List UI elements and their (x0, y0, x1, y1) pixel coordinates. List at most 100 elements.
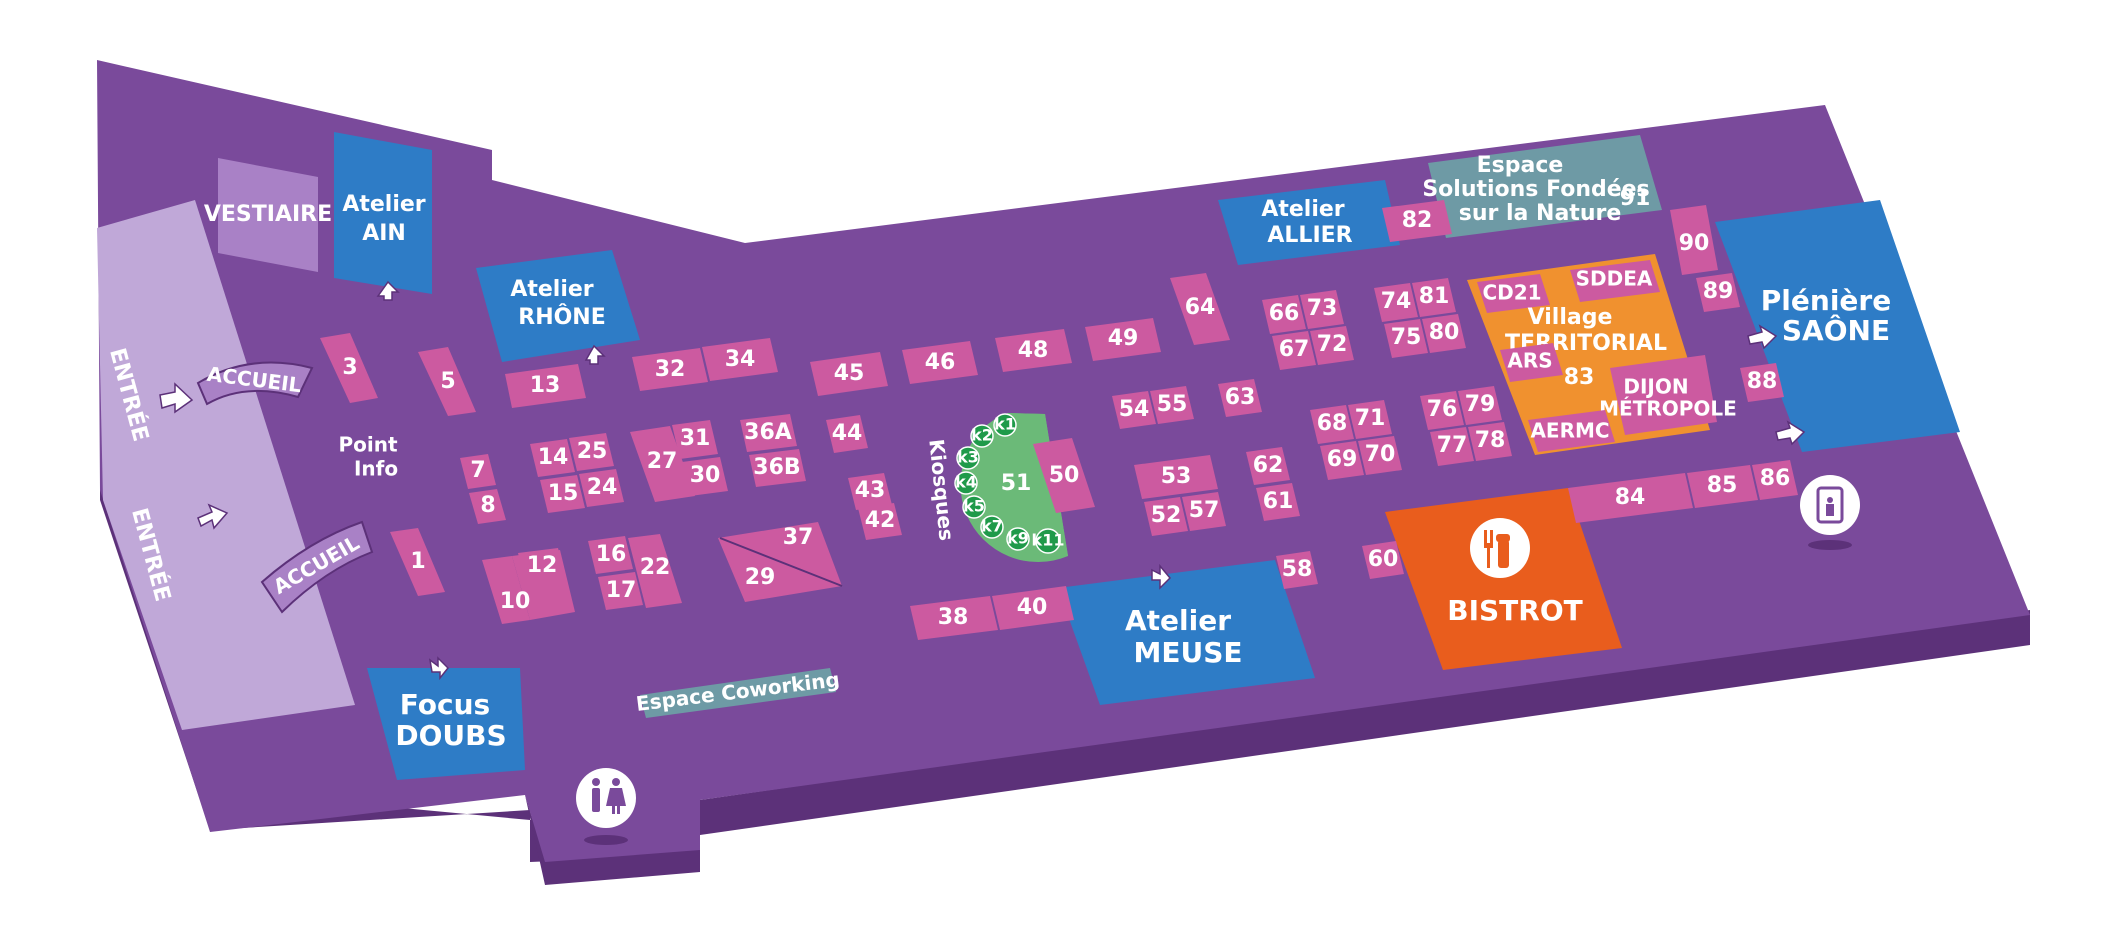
stand-42[interactable] (858, 503, 902, 540)
stand-ars[interactable] (1500, 343, 1563, 382)
stand-aermc[interactable] (1528, 410, 1615, 452)
stand-66[interactable] (1262, 295, 1306, 334)
stand-46[interactable] (902, 341, 978, 384)
stand-86[interactable] (1752, 460, 1798, 500)
stand-7[interactable] (460, 454, 496, 489)
svg-text:DIJON: DIJON (1623, 375, 1688, 399)
stand-57[interactable] (1182, 492, 1226, 531)
stand-78[interactable] (1468, 422, 1512, 461)
stand-48[interactable] (995, 329, 1072, 372)
stand-64[interactable] (1170, 273, 1230, 345)
stand-12[interactable] (518, 548, 566, 585)
stand-71[interactable] (1348, 400, 1392, 439)
stand-25[interactable] (569, 433, 614, 471)
stand-5[interactable] (418, 347, 476, 416)
kiosk-k1[interactable] (993, 413, 1017, 437)
kiosk-k7[interactable] (980, 515, 1004, 539)
stand-44[interactable] (826, 415, 868, 453)
stand-30[interactable] (682, 457, 728, 496)
stand-79[interactable] (1458, 386, 1502, 425)
stand-43[interactable] (848, 473, 892, 510)
stand-54[interactable] (1112, 391, 1156, 429)
stand-55[interactable] (1150, 386, 1194, 424)
svg-text:AERMC: AERMC (1530, 419, 1609, 443)
pleniere-saone[interactable]: Plénière SAÔNE (1715, 200, 1960, 452)
stand-36a[interactable] (740, 414, 797, 452)
kiosk-k3[interactable] (956, 446, 980, 470)
atelier-meuse[interactable]: Atelier MEUSE (1058, 560, 1315, 705)
svg-text:68: 68 (1317, 411, 1348, 436)
stand-27[interactable] (630, 426, 695, 502)
stand-22[interactable] (628, 534, 682, 608)
stand-76[interactable] (1420, 391, 1464, 430)
accueil-desk-top[interactable]: ACCUEIL (196, 361, 314, 406)
stand-dijon-metropole[interactable] (1610, 355, 1717, 435)
stand-68[interactable] (1310, 405, 1354, 444)
stand-8[interactable] (469, 489, 506, 524)
stand-cd21[interactable] (1477, 274, 1550, 313)
stand-80[interactable] (1422, 314, 1466, 353)
stand-88[interactable] (1740, 363, 1784, 402)
stand-15[interactable] (540, 475, 585, 513)
svg-text:SAÔNE: SAÔNE (1782, 313, 1890, 347)
svg-text:k11: k11 (1032, 531, 1065, 550)
stand-1[interactable] (390, 528, 445, 596)
stand-58[interactable] (1276, 551, 1318, 589)
espace-solutions-nature[interactable]: Espace Solutions Fondées sur la Nature 9… (1422, 135, 1662, 238)
stand-34[interactable] (702, 338, 778, 381)
kiosk-k11[interactable] (1035, 528, 1061, 554)
stand-63[interactable] (1218, 379, 1262, 417)
stand-60[interactable] (1362, 541, 1404, 579)
stand-84[interactable] (1568, 473, 1693, 523)
stand-81[interactable] (1412, 278, 1456, 317)
svg-text:16: 16 (596, 542, 627, 567)
stand-36b[interactable] (749, 449, 806, 487)
stand-67[interactable] (1272, 331, 1316, 370)
stand-17[interactable] (598, 572, 643, 610)
atelier-allier[interactable]: Atelier ALLIER (1218, 180, 1400, 265)
stand-72[interactable] (1310, 326, 1354, 365)
stand-38[interactable] (910, 596, 998, 640)
stand-32[interactable] (632, 348, 708, 391)
stand-45[interactable] (810, 352, 888, 396)
stand-31[interactable] (672, 420, 718, 459)
stand-sddea[interactable] (1570, 260, 1660, 302)
kiosk-k4[interactable] (954, 471, 978, 495)
stand-82[interactable] (1382, 200, 1452, 242)
kiosk-k9[interactable] (1006, 527, 1030, 551)
svg-text:k7: k7 (981, 517, 1003, 536)
atelier-ain[interactable]: Atelier AIN (334, 132, 432, 294)
stand-50[interactable] (1033, 438, 1095, 513)
stand-85[interactable] (1687, 465, 1758, 508)
stand-61[interactable] (1256, 483, 1300, 521)
stand-16[interactable] (588, 536, 633, 574)
svg-text:k5: k5 (963, 497, 985, 516)
vestiaire[interactable]: VESTIAIRE (204, 158, 332, 272)
focus-doubs[interactable]: Focus DOUBS (367, 668, 525, 780)
svg-text:30: 30 (690, 463, 721, 488)
stand-75[interactable] (1384, 319, 1428, 358)
stand-24[interactable] (579, 469, 624, 507)
kiosk-k2[interactable] (970, 424, 994, 448)
stand-77[interactable] (1430, 427, 1474, 466)
atelier-rhone[interactable]: Atelier RHÔNE (476, 250, 640, 362)
stand-69[interactable] (1320, 441, 1364, 480)
stand-89[interactable] (1696, 273, 1740, 312)
stand-74[interactable] (1374, 283, 1418, 322)
stand-10[interactable] (482, 556, 530, 624)
stand-70[interactable] (1358, 436, 1402, 475)
stand-40[interactable] (992, 586, 1074, 630)
stand-13[interactable] (505, 364, 586, 408)
stand-14[interactable] (530, 439, 575, 477)
kiosk-k5[interactable] (962, 495, 986, 519)
stand-3[interactable] (320, 333, 378, 403)
bistrot[interactable]: BISTROT (1385, 488, 1622, 670)
svg-text:MEUSE: MEUSE (1133, 636, 1242, 669)
stand-90[interactable] (1670, 205, 1718, 275)
stand-49[interactable] (1085, 318, 1161, 361)
stand-53[interactable] (1134, 455, 1218, 499)
stand-73[interactable] (1300, 290, 1344, 329)
village-territorial[interactable]: CD21 SDDEA Village TERRITORIAL 83 ARS DI… (1467, 254, 1737, 455)
stand-62[interactable] (1246, 447, 1290, 485)
stand-52[interactable] (1144, 497, 1188, 536)
